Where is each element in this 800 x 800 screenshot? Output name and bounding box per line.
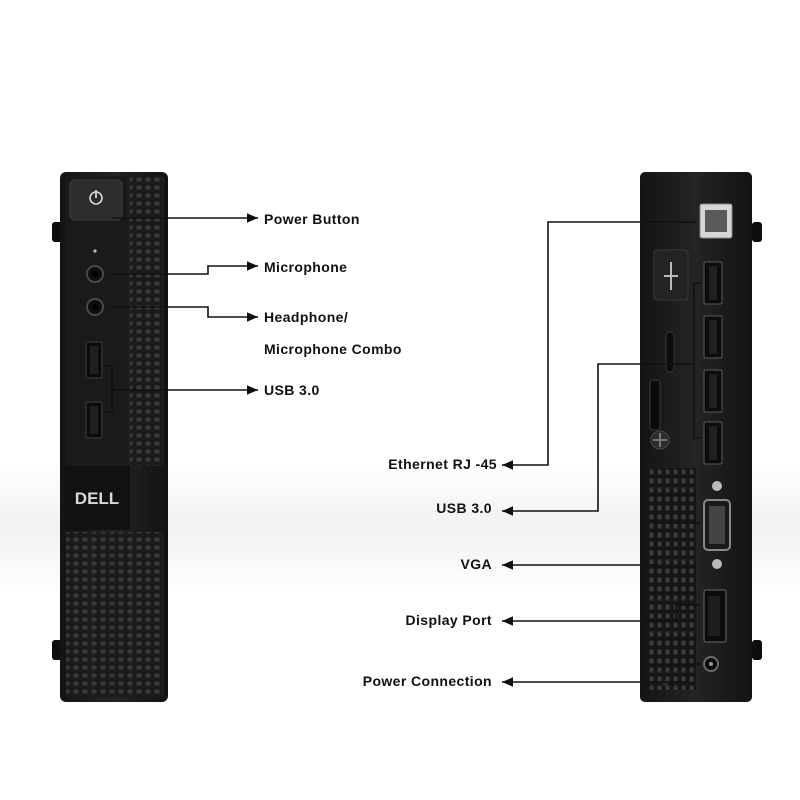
headphone-leader	[110, 306, 258, 322]
front-unit: DELL	[52, 172, 168, 702]
label-microphone: Microphone	[264, 259, 348, 275]
rear-unit	[640, 172, 762, 702]
vga-leader	[502, 522, 700, 570]
label-vga: VGA	[460, 556, 492, 572]
usb-bracket	[104, 365, 113, 413]
front-side-grill	[130, 176, 164, 466]
front-leader-lines	[104, 213, 258, 413]
rear-foot-top-icon	[752, 222, 762, 242]
power-button-icon	[69, 179, 123, 221]
lock-slot-icon	[665, 331, 675, 373]
rear-foot-bottom-icon	[752, 640, 762, 660]
label-ethernet: Ethernet RJ -45	[388, 456, 497, 472]
label-headphone-line2: Microphone Combo	[264, 341, 402, 357]
vga-screw-bottom-icon	[712, 559, 722, 569]
display-port-leader	[502, 604, 700, 626]
rear-grill	[648, 468, 696, 690]
label-display-port: Display Port	[405, 612, 492, 628]
ethernet-leader	[502, 221, 696, 470]
rear-usb-bracket	[693, 282, 702, 439]
label-power-button: Power Button	[264, 211, 360, 227]
front-foot-top-icon	[52, 222, 62, 242]
power-connection-leader	[502, 663, 700, 687]
dell-logo: DELL	[75, 489, 119, 508]
label-rear-usb: USB 3.0	[436, 500, 492, 516]
vga-screw-top-icon	[712, 481, 722, 491]
front-bottom-grill	[66, 532, 164, 697]
label-front-usb: USB 3.0	[264, 382, 320, 398]
front-foot-bottom-icon	[52, 640, 62, 660]
rear-usb-leader	[502, 363, 694, 516]
rear-screw-icon	[662, 680, 668, 686]
label-power-connection: Power Connection	[362, 673, 492, 689]
antenna-slot-icon	[649, 379, 661, 431]
rear-leader-lines	[502, 221, 702, 687]
microphone-leader	[110, 261, 258, 275]
logo-plate	[64, 466, 130, 530]
label-headphone-line1: Headphone/	[264, 309, 349, 325]
hdd-led-icon	[93, 249, 97, 253]
